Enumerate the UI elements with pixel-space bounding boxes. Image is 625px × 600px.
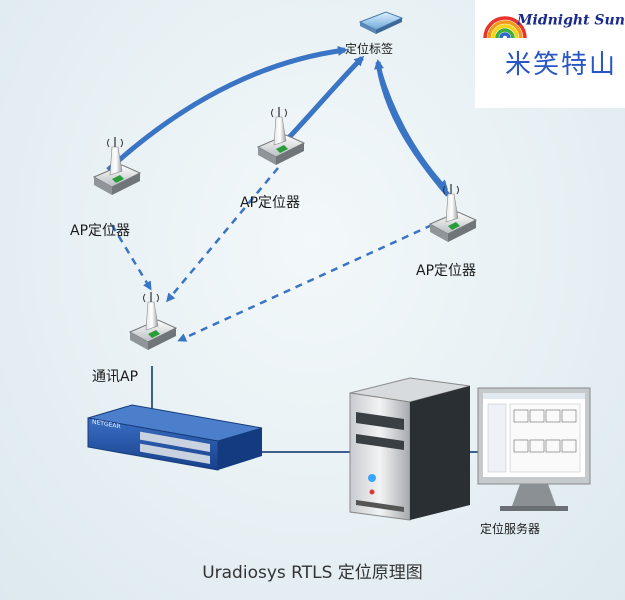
brand-name-cn: 米笑特山 <box>505 50 618 80</box>
tag-label: 定位标签 <box>345 42 394 56</box>
relay-arrow-ap-right-to-comm <box>177 223 433 342</box>
brand-name-en: Midnight Sun® <box>517 12 625 29</box>
signal-arrow-ap-left-to-tag <box>106 45 348 172</box>
brand-name-en-text: Midnight Sun <box>517 12 625 29</box>
ap-right-label: AP定位器 <box>416 263 477 279</box>
comm-ap-icon <box>128 292 178 350</box>
brand-logo: Midnight Sun® 米笑特山 <box>475 0 625 108</box>
comm-ap-label: 通讯AP <box>92 369 139 385</box>
ap-right-icon <box>428 184 478 242</box>
server-label: 定位服务器 <box>480 522 541 536</box>
signal-arrow-ap-right-to-tag <box>374 59 450 197</box>
signal-arrow-tag-to-ap-right <box>378 69 449 191</box>
monitor-icon <box>477 387 591 511</box>
server-tower-icon <box>349 377 471 521</box>
signal-arrow-ap-middle-to-tag <box>280 55 365 147</box>
relay-arrow-ap-middle-to-comm <box>166 167 279 303</box>
ap-left-icon <box>92 137 142 195</box>
network-switch-icon <box>87 404 263 471</box>
diagram-caption: Uradiosys RTLS 定位原理图 <box>202 563 423 583</box>
ap-middle-icon <box>256 107 306 165</box>
positioning-tag-icon <box>358 11 404 34</box>
rainbow-logo-icon <box>483 16 527 39</box>
ap-middle-label: AP定位器 <box>240 195 301 211</box>
ap-left-label: AP定位器 <box>70 223 131 239</box>
